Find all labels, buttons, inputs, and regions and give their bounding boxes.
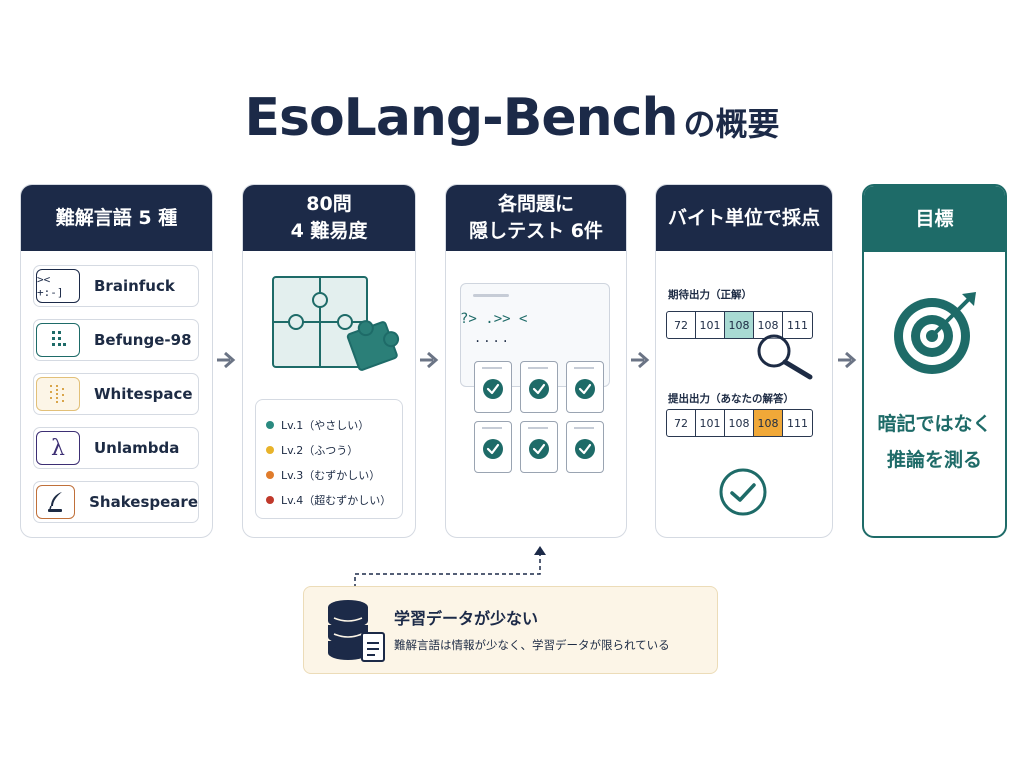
goal-card: 目標 暗記ではなく 推論を測る <box>862 184 1007 538</box>
check-icon <box>483 439 503 459</box>
byte-cell: 72 <box>667 410 696 436</box>
check-icon <box>575 379 595 399</box>
lambda-icon: λ <box>36 431 80 465</box>
submitted-bytes: 72 101 108 108 111 <box>666 409 813 437</box>
title-main: EsoLang-Bench <box>244 88 678 148</box>
level-dot <box>266 495 274 504</box>
problems-card-subtitle: 4 難易度 <box>290 220 368 242</box>
language-name: Whitespace <box>94 385 193 403</box>
hidden-test-doc <box>474 361 512 413</box>
hidden-tests-card-title: 各問題に <box>497 193 574 215</box>
check-icon <box>575 439 595 459</box>
magnifier-icon <box>757 334 813 380</box>
hidden-test-doc <box>566 361 604 413</box>
language-item-befunge: Befunge-98 <box>33 319 199 361</box>
byte-cell: 108 <box>725 410 754 436</box>
language-name: Unlambda <box>94 439 180 457</box>
level-dot <box>266 470 274 479</box>
check-icon <box>483 379 503 399</box>
expected-bytes: 72 101 108 108 111 <box>666 311 813 339</box>
hidden-test-doc <box>566 421 604 473</box>
goal-text-line1: 暗記ではなく <box>877 413 992 435</box>
languages-card: 難解言語 5 種 >< +:-] Brainfuck Befunge-98 <box>20 184 213 538</box>
arrow-right-icon <box>217 351 236 369</box>
byte-grading-card-title: バイト単位で採点 <box>667 206 820 229</box>
arrow-right-icon <box>631 351 650 369</box>
hidden-test-doc <box>520 421 558 473</box>
language-name: Shakespeare <box>89 493 198 511</box>
goal-text-line2: 推論を測る <box>886 449 982 471</box>
arrow-right-icon <box>838 351 857 369</box>
byte-cell: 101 <box>696 410 725 436</box>
problems-card-title: 80問 <box>306 193 352 215</box>
level-dot <box>266 420 274 429</box>
hidden-tests-card-header: 各問題に隠しテスト 6件 <box>446 185 626 251</box>
level-item: Lv.2（ふつう） <box>266 437 402 462</box>
arrow-right-icon <box>420 351 439 369</box>
check-circle-icon <box>719 468 767 516</box>
expected-output-label: 期待出力（正解） <box>668 289 752 301</box>
level-item: Lv.4（超むずかしい） <box>266 487 402 512</box>
brainfuck-icon: >< +:-] <box>36 269 80 303</box>
training-data-note: 学習データが少ない 難解言語は情報が少なく、学習データが限られている <box>303 586 718 674</box>
hidden-test-doc <box>520 361 558 413</box>
languages-card-header: 難解言語 5 種 <box>21 185 212 251</box>
language-item-shakespeare: Shakespeare <box>33 481 199 523</box>
level-dot <box>266 445 274 454</box>
language-item-whitespace: Whitespace <box>33 373 199 415</box>
language-item-unlambda: λ Unlambda <box>33 427 199 469</box>
byte-grading-card: バイト単位で採点 期待出力（正解） 72 101 108 108 111 提出出… <box>655 184 833 538</box>
byte-cell: 111 <box>787 416 808 430</box>
level-item: Lv.1（やさしい） <box>266 412 402 437</box>
languages-card-title: 難解言語 5 種 <box>55 206 178 229</box>
note-description: 難解言語は情報が少なく、学習データが限られている <box>394 638 670 652</box>
byte-cell: 72 <box>667 312 696 338</box>
problems-card-header: 80問 4 難易度 <box>243 185 415 251</box>
goal-card-header: 目標 <box>864 186 1005 252</box>
code-dots: .... <box>474 331 511 345</box>
byte-cell: 101 <box>696 312 725 338</box>
submitted-output-label: 提出出力（あなたの解答） <box>668 393 794 405</box>
problems-card: 80問 4 難易度 Lv.1（やさしい） Lv.2（ふつう） Lv.3（むずかしい… <box>242 184 416 538</box>
byte-grading-card-header: バイト単位で採点 <box>656 185 832 251</box>
database-icon <box>328 600 385 662</box>
level-item: Lv.3（むずかしい） <box>266 462 402 487</box>
whitespace-dots-icon <box>36 377 80 411</box>
byte-cell-highlighted: 108 <box>725 312 754 338</box>
quill-icon <box>36 485 76 519</box>
language-name: Brainfuck <box>94 277 175 295</box>
language-name: Befunge-98 <box>94 331 192 349</box>
hidden-test-doc <box>474 421 512 473</box>
code-line: ?> .>> < <box>460 311 528 327</box>
goal-card-title: 目標 <box>915 207 954 230</box>
check-icon <box>529 379 549 399</box>
byte-cell: 108 <box>754 312 783 338</box>
target-icon <box>894 292 976 374</box>
hidden-tests-card-subtitle: 隠しテスト 6件 <box>469 220 603 242</box>
puzzle-icon <box>272 276 400 371</box>
byte-cell-highlighted: 108 <box>754 410 783 436</box>
title-suffix: の概要 <box>683 105 780 143</box>
hidden-tests-card: 各問題に隠しテスト 6件 ?> .>> < .... <box>445 184 627 538</box>
byte-cell: 111 <box>787 318 808 332</box>
language-item-brainfuck: >< +:-] Brainfuck <box>33 265 199 307</box>
goal-text: 暗記ではなく 推論を測る <box>864 406 1005 478</box>
befunge-grid-icon <box>36 323 80 357</box>
note-title: 学習データが少ない <box>394 609 539 628</box>
check-icon <box>529 439 549 459</box>
difficulty-levels: Lv.1（やさしい） Lv.2（ふつう） Lv.3（むずかしい） Lv.4（超む… <box>255 399 403 519</box>
dashed-connector <box>354 546 546 588</box>
